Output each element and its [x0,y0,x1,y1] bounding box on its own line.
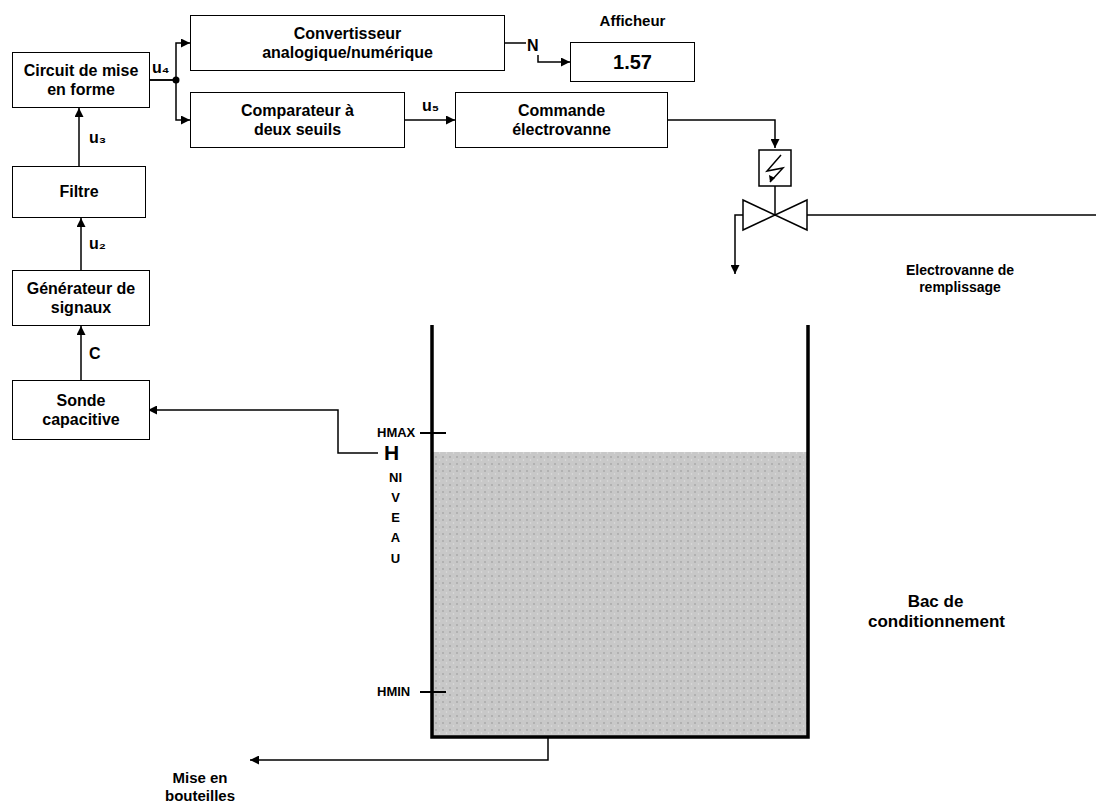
box-label: Sonde capacitive [19,391,143,429]
level-mark: HMIN [377,684,410,700]
inlet-pipe [807,214,1096,216]
box-label: Commande électrovanne [497,101,627,139]
box-label: Générateur de signaux [19,279,143,317]
process-box: Filtre [12,166,146,218]
process-box: Commande électrovanne [455,92,668,148]
signal-name: u₅ [421,96,440,115]
valve-body [775,200,807,230]
actuator-box [759,150,791,186]
signal-arrow [405,119,455,121]
box-label: Circuit de mise en forme [19,61,143,99]
signal-arrow [80,326,82,380]
outlet-pipe [250,737,548,760]
level-symbol: H [384,440,399,465]
process-box: Comparateur à deux seuils [190,92,405,148]
outlet-label: Mise en bouteilles [140,769,260,805]
tank-label: Bac de conditionnement [868,592,1003,633]
display-box: Afficheur 1.57 [570,12,695,82]
valve-body [743,200,775,230]
converter-box: Convertisseur analogique/numérique [190,15,505,71]
box-label: Filtre [59,182,98,201]
level-mark: HMAX [377,425,415,441]
signal-arrow [80,218,82,270]
command-wire [668,120,775,148]
signal-arrow [78,108,80,166]
signal-name: u₄ [151,58,170,77]
tank-wall [432,325,808,737]
lightning-symbol [769,175,775,182]
liquid [433,452,807,736]
axis-label: NIVEAU [389,468,402,569]
display-heading: Afficheur [600,12,666,30]
process-box: Circuit de mise en forme [12,52,150,108]
signal-name: u₂ [88,234,107,253]
signal-name: N [526,36,540,55]
lightning-symbol [767,155,783,182]
signal-name: u₃ [88,128,107,147]
box-label: Convertisseur analogique/numérique [233,24,463,62]
level-tick [420,432,446,434]
display-value: 1.57 [570,42,695,82]
valve-label: Electrovanne de remplissage [890,262,1030,296]
signal-arrow [150,43,190,80]
process-box: Sonde capacitive [12,380,150,440]
signal-arrow [150,80,190,120]
process-box: Générateur de signaux [12,270,150,326]
fill-pipe [735,215,743,274]
valve-stem [774,186,776,215]
level-tick [420,691,446,693]
signal-name: C [88,344,102,363]
box-label: Comparateur à deux seuils [233,101,363,139]
sensor-wire [148,410,378,453]
